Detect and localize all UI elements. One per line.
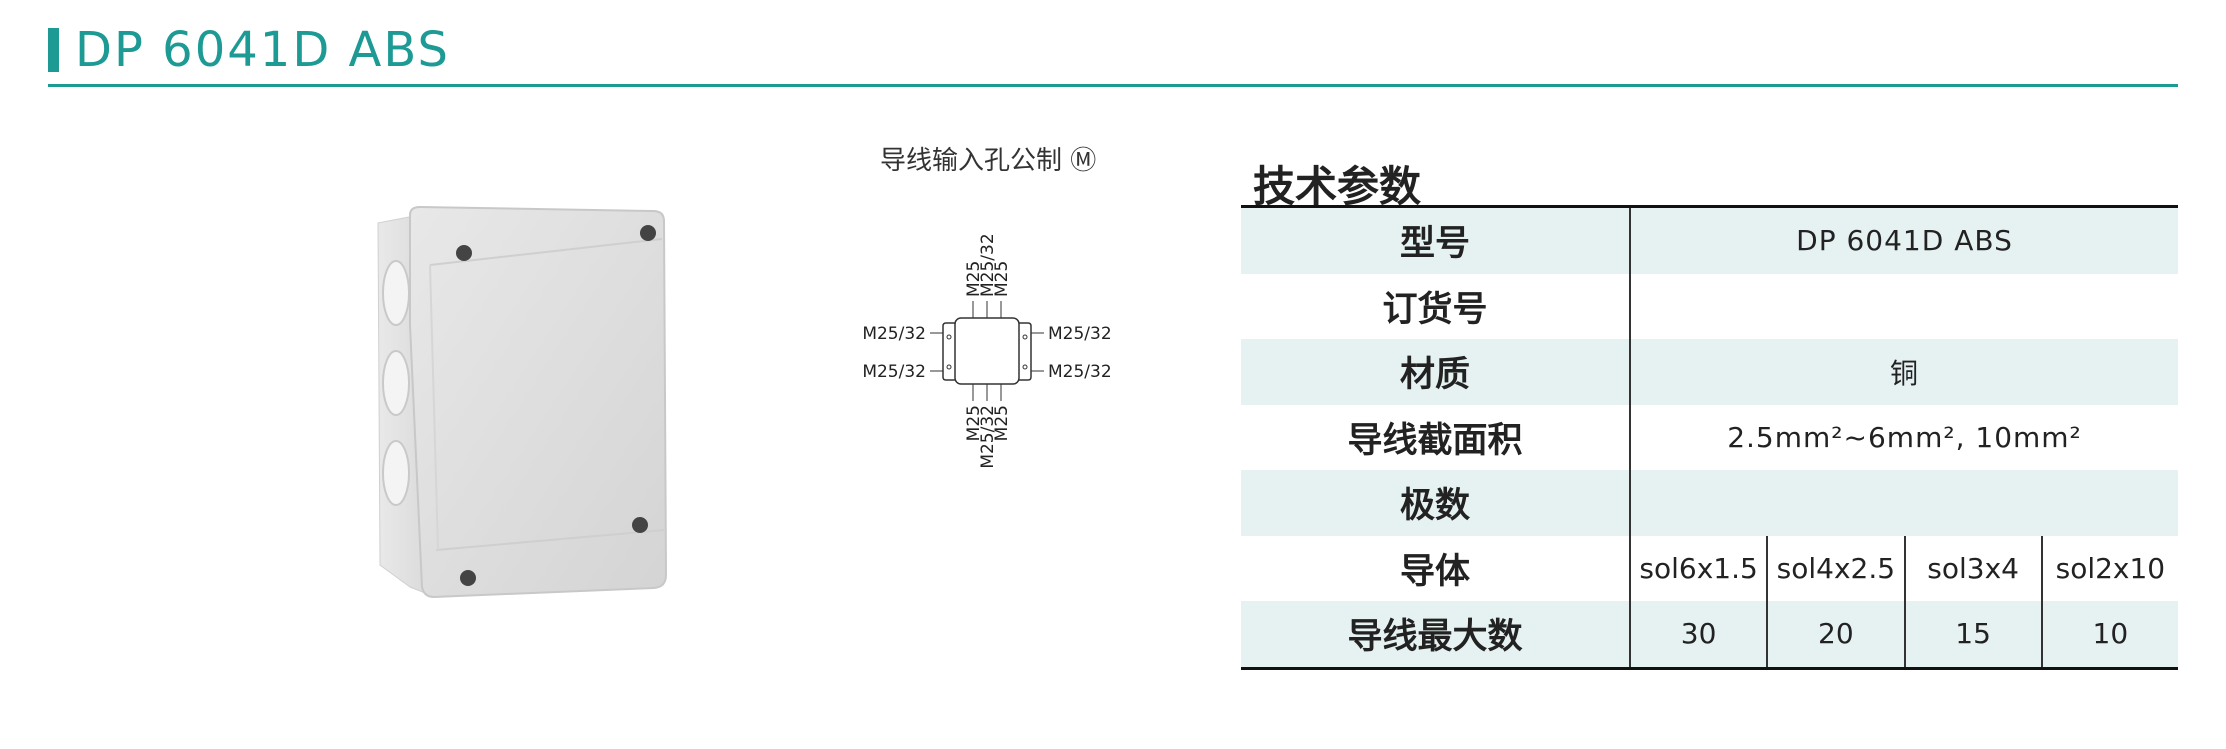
page-header: DP 6041D ABS <box>48 22 2178 87</box>
junction-box-illustration <box>377 205 668 599</box>
conductor-cell: sol4x2.5 <box>1768 535 1906 601</box>
row-label: 订货号 <box>1241 273 1631 339</box>
diagram-title: 导线输入孔公制 Ⓜ <box>880 146 1097 176</box>
left-label-bottom: M25/32 <box>862 362 926 382</box>
row-value: 铜 <box>1889 356 1919 390</box>
table-row-order-number: 订货号 <box>1241 273 2178 340</box>
max-wires-cell: 15 <box>1906 601 2043 667</box>
table-row-conductor: 导体 sol6x1.5 sol4x2.5 sol3x4 sol2x10 <box>1241 535 2178 601</box>
cable-entry-diagram: M25 M25/32 M25 M25 M25/32 M25 M25/32 M25… <box>850 225 1170 505</box>
bottom-label-center: M25/32 <box>978 405 998 469</box>
top-label-left: M25 <box>964 261 984 297</box>
max-wires-cell: 20 <box>1768 601 1906 667</box>
spec-heading: 技术参数 <box>1253 162 1422 211</box>
top-label-center: M25/32 <box>978 233 998 297</box>
right-label-bottom: M25/32 <box>1048 362 1112 382</box>
row-label: 导体 <box>1241 535 1631 601</box>
row-value: DP 6041D ABS <box>1796 224 2013 258</box>
right-label-top: M25/32 <box>1048 324 1112 344</box>
conductor-cell: sol6x1.5 <box>1631 535 1769 601</box>
table-row-material: 材质 铜 <box>1241 339 2178 405</box>
left-label-top: M25/32 <box>862 324 926 344</box>
table-row-wire-cross-section: 导线截面积 2.5mm²~6mm², 10mm² <box>1241 404 2178 470</box>
table-row-max-wires: 导线最大数 30 20 15 10 <box>1241 601 2178 667</box>
max-wires-cell: 30 <box>1631 601 1769 667</box>
bottom-label-right: M25 <box>992 405 1012 441</box>
top-label-right: M25 <box>992 261 1012 297</box>
product-image <box>370 205 670 600</box>
header-accent-bar <box>48 28 59 72</box>
row-value <box>1631 274 2178 340</box>
table-row-model: 型号 DP 6041D ABS <box>1241 208 2178 274</box>
table-row-poles: 极数 <box>1241 470 2178 536</box>
cable-entry-schematic: M25 M25/32 M25 M25 M25/32 M25 M25/32 M25… <box>862 233 1112 469</box>
row-label: 型号 <box>1241 208 1631 274</box>
row-value <box>1631 470 2178 536</box>
row-label: 导线最大数 <box>1241 601 1631 667</box>
page-title: DP 6041D ABS <box>75 22 450 78</box>
bottom-label-left: M25 <box>964 405 984 441</box>
row-value: 2.5mm²~6mm², 10mm² <box>1727 420 2082 454</box>
row-label: 极数 <box>1241 470 1631 536</box>
conductor-cell: sol3x4 <box>1906 535 2043 601</box>
conductor-cell: sol2x10 <box>2055 551 2166 585</box>
max-wires-cell: 10 <box>2092 617 2129 651</box>
header-divider <box>48 84 2178 87</box>
row-label: 材质 <box>1241 339 1631 405</box>
row-label: 导线截面积 <box>1241 404 1631 470</box>
spec-table: 型号 DP 6041D ABS 订货号 材质 铜 导线截面积 2.5mm²~6m… <box>1241 205 2178 670</box>
